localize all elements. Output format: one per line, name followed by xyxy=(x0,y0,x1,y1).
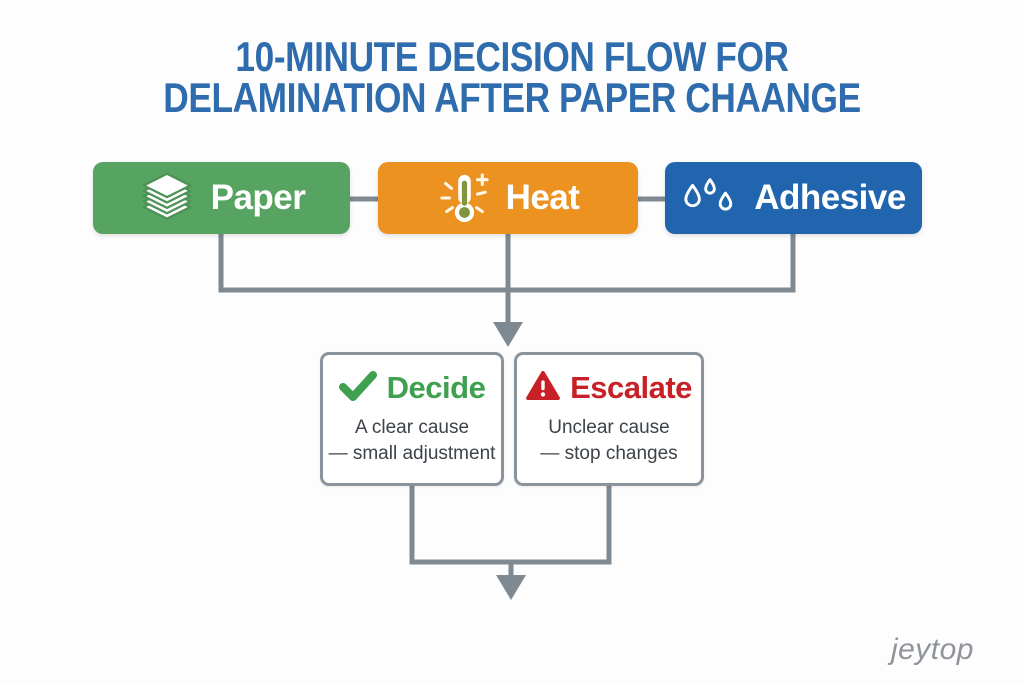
droplets-icon xyxy=(681,175,739,221)
stage-adhesive: Adhesive xyxy=(665,162,922,234)
paper-stack-icon xyxy=(138,172,196,224)
outcome-detail-line1: A clear cause xyxy=(354,417,470,438)
stage-label: Paper xyxy=(210,178,306,217)
stage-label: Heat xyxy=(505,178,580,217)
warning-icon xyxy=(526,370,560,406)
arrow-down-icon xyxy=(493,322,523,347)
outcome-title: Decide xyxy=(386,370,486,405)
stage-heat: Heat xyxy=(378,162,638,234)
stage-paper: Paper xyxy=(93,162,350,234)
page-title: 10-MINUTE DECISION FLOW FOR DELAMINATION… xyxy=(82,33,942,121)
outcome-escalate: Escalate Unclear cause — stop changes xyxy=(514,352,704,486)
outcome-heading: Escalate xyxy=(526,370,692,406)
arrow-down-icon xyxy=(496,575,526,600)
outcome-heading: Decide xyxy=(338,370,486,406)
outcome-decide: Decide A clear cause — small adjustment xyxy=(320,352,504,486)
stage-label: Adhesive xyxy=(754,178,906,217)
outcome-detail-line1: Unclear cause xyxy=(548,417,670,438)
check-icon xyxy=(338,370,377,406)
page-title-line1: 10-MINUTE DECISION FLOW FOR xyxy=(235,33,789,80)
outcome-detail-line2: — stop changes xyxy=(540,443,678,464)
outcome-detail-line2: — small adjustment xyxy=(328,443,496,464)
watermark-logo: jeytop xyxy=(890,633,974,666)
thermometer-icon xyxy=(437,171,491,225)
page-title-line2: DELAMINATION AFTER PAPER CHAANGE xyxy=(163,74,861,121)
connector-bottom-bar xyxy=(409,480,612,565)
outcome-title: Escalate xyxy=(570,370,692,405)
